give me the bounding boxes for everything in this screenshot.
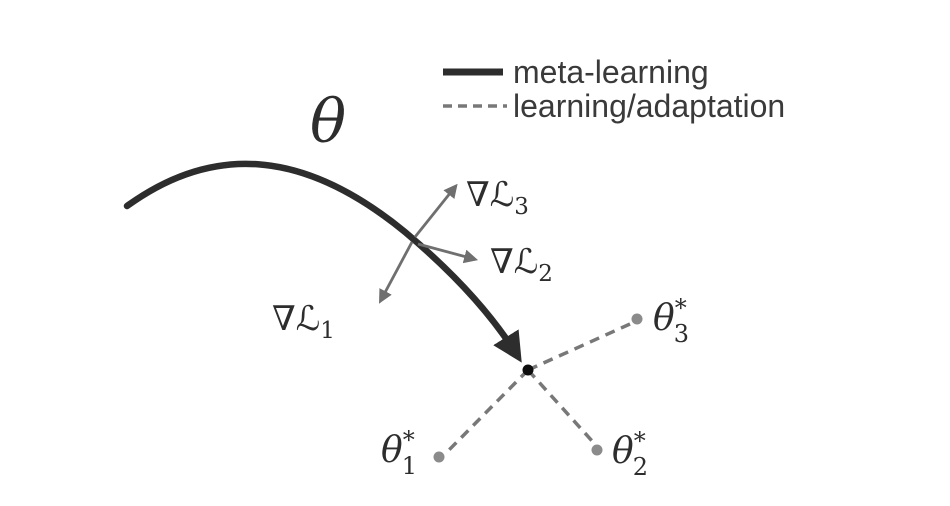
legend: meta-learning learning/adaptation: [443, 54, 785, 124]
adaptation-line-2: [526, 368, 595, 444]
gradient-arrow-2: [417, 242, 479, 264]
gradient-arrow-1: [379, 241, 414, 304]
gradient-arrow-3: [413, 183, 458, 238]
legend-label-learning-adaptation: learning/adaptation: [513, 88, 785, 124]
adaptation-line-1: [446, 368, 530, 453]
legend-label-meta-learning: meta-learning: [513, 54, 709, 90]
task-optimum-label-1: θ*1: [381, 426, 417, 480]
task-optimum-dot-3: [631, 313, 643, 325]
task-optimum-label-2: θ*2: [612, 427, 648, 481]
endpoint-dot: [522, 364, 534, 376]
gradient-label-2: ∇ℒ2: [490, 242, 553, 287]
gradient-label-1: ∇ℒ1: [272, 299, 335, 344]
gradient-label-3: ∇ℒ3: [466, 175, 529, 220]
task-optimum-dot-1: [433, 451, 445, 463]
meta-learning-curve: [123, 160, 522, 363]
task-optimum-label-3: θ*3: [653, 294, 689, 348]
adaptation-line-3: [527, 322, 631, 372]
task-optimum-dot-2: [591, 444, 603, 456]
theta-label: θ: [310, 87, 346, 157]
